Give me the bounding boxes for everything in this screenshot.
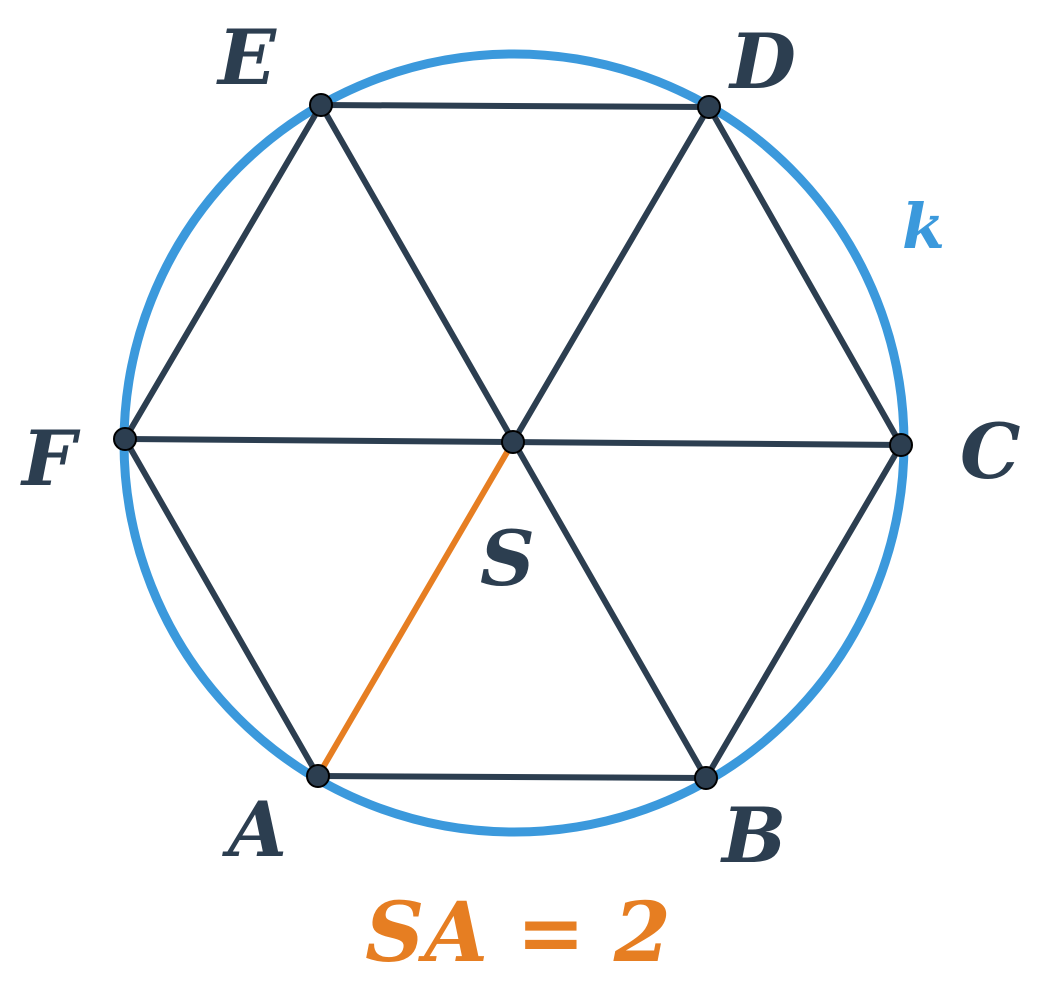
label-C: C — [960, 407, 1021, 496]
point-A — [306, 764, 330, 788]
formula-SA: SA = 2 — [365, 885, 671, 981]
point-F — [113, 427, 137, 451]
label-A: A — [222, 785, 287, 874]
label-D: D — [728, 17, 796, 106]
point-E — [309, 93, 333, 117]
point-D — [697, 95, 721, 119]
side-AB — [315, 773, 709, 781]
side-CD — [706, 104, 904, 448]
vertex-points — [113, 93, 913, 790]
label-B: B — [720, 791, 786, 880]
side-BC — [703, 442, 904, 781]
label-S: S — [480, 514, 535, 603]
side-DE — [318, 102, 712, 110]
point-C — [889, 433, 913, 457]
label-E: E — [216, 13, 277, 102]
segment-SA — [315, 439, 516, 779]
label-circle-k: k — [902, 190, 945, 263]
side-EF — [122, 102, 324, 442]
side-FA — [122, 436, 321, 779]
label-F: F — [20, 414, 81, 503]
point-B — [694, 766, 718, 790]
hexagon-sides — [122, 102, 904, 781]
radius-SD — [510, 104, 712, 445]
point-S — [501, 430, 525, 454]
